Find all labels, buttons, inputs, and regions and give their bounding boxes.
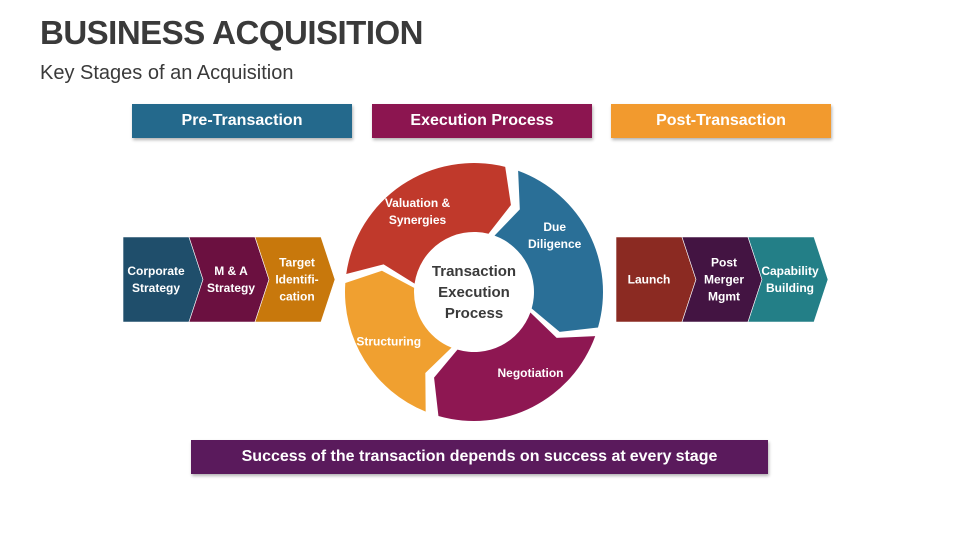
post-chevron-label-0: Launch: [628, 273, 671, 287]
pre-chevron-0: [122, 236, 204, 323]
header-post-transaction: Post-Transaction: [611, 104, 831, 138]
pre-chevron-2: [254, 236, 336, 323]
cycle-segment-label-3: Structuring: [356, 334, 421, 348]
header-execution-process: Execution Process: [372, 104, 592, 138]
cycle-segment-0: [346, 163, 511, 284]
footer-text-after: stage: [675, 448, 718, 465]
cycle-segment-3: [345, 270, 452, 412]
post-chevron-2: [747, 236, 829, 323]
cycle-segment-label-0: Valuation &Synergies: [385, 196, 451, 227]
cycle-segment-1: [494, 170, 603, 332]
header-pre-transaction: Pre-Transaction: [132, 104, 352, 138]
cycle-segment-label-2: Negotiation: [497, 366, 563, 380]
cycle-segment-2: [434, 312, 596, 421]
page-subtitle: Key Stages of an Acquisition: [40, 62, 294, 84]
footer-text-before: Success of the transaction depends on su…: [241, 448, 626, 465]
footer-emphasis: every: [629, 448, 672, 465]
cycle-center: [416, 234, 532, 350]
page-title: BUSINESS ACQUISITION: [40, 14, 424, 51]
footer-banner: Success of the transaction depends on su…: [191, 440, 768, 474]
